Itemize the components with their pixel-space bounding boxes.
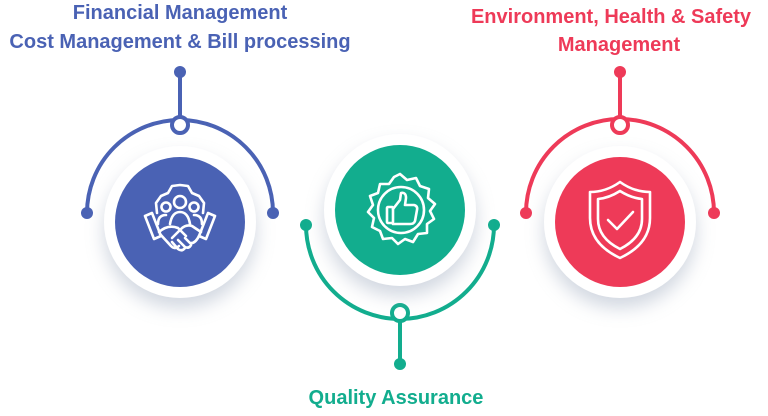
- quality-arc-right-dot: [488, 219, 500, 231]
- financial-arc-right-dot: [267, 207, 279, 219]
- thumbs-up-badge-icon: [366, 172, 437, 246]
- financial-arc-left-dot: [81, 207, 93, 219]
- financial-title-line-2: Cost Management & Bill processing: [9, 31, 350, 53]
- financial-arc-node: [170, 115, 190, 135]
- ehs-title-line-1: Environment, Health & Safety: [471, 6, 752, 28]
- quality-arc-node: [390, 303, 410, 323]
- ehs-top-dot: [614, 66, 626, 78]
- ehs-arc-node: [610, 115, 630, 135]
- item-quality: Quality Assurance: [300, 134, 500, 409]
- shield-check-icon: [588, 180, 652, 260]
- item-ehs: Environment, Health & Safety Management: [471, 6, 752, 298]
- ehs-inner-circle: [555, 157, 685, 287]
- financial-inner-circle: [115, 157, 245, 287]
- financial-title-line-1: Financial Management: [73, 2, 288, 24]
- quality-title-line-1: Quality Assurance: [309, 387, 484, 409]
- item-financial: Financial Management Cost Management & B…: [9, 2, 351, 298]
- financial-top-dot: [174, 66, 186, 78]
- quality-bottom-dot: [394, 358, 406, 370]
- handshake-team-gear-icon: [143, 183, 217, 252]
- ehs-arc-left-dot: [520, 207, 532, 219]
- ehs-arc-right-dot: [708, 207, 720, 219]
- ehs-title-line-2: Management: [558, 34, 681, 56]
- quality-arc-left-dot: [300, 219, 312, 231]
- quality-inner-circle: [335, 145, 465, 275]
